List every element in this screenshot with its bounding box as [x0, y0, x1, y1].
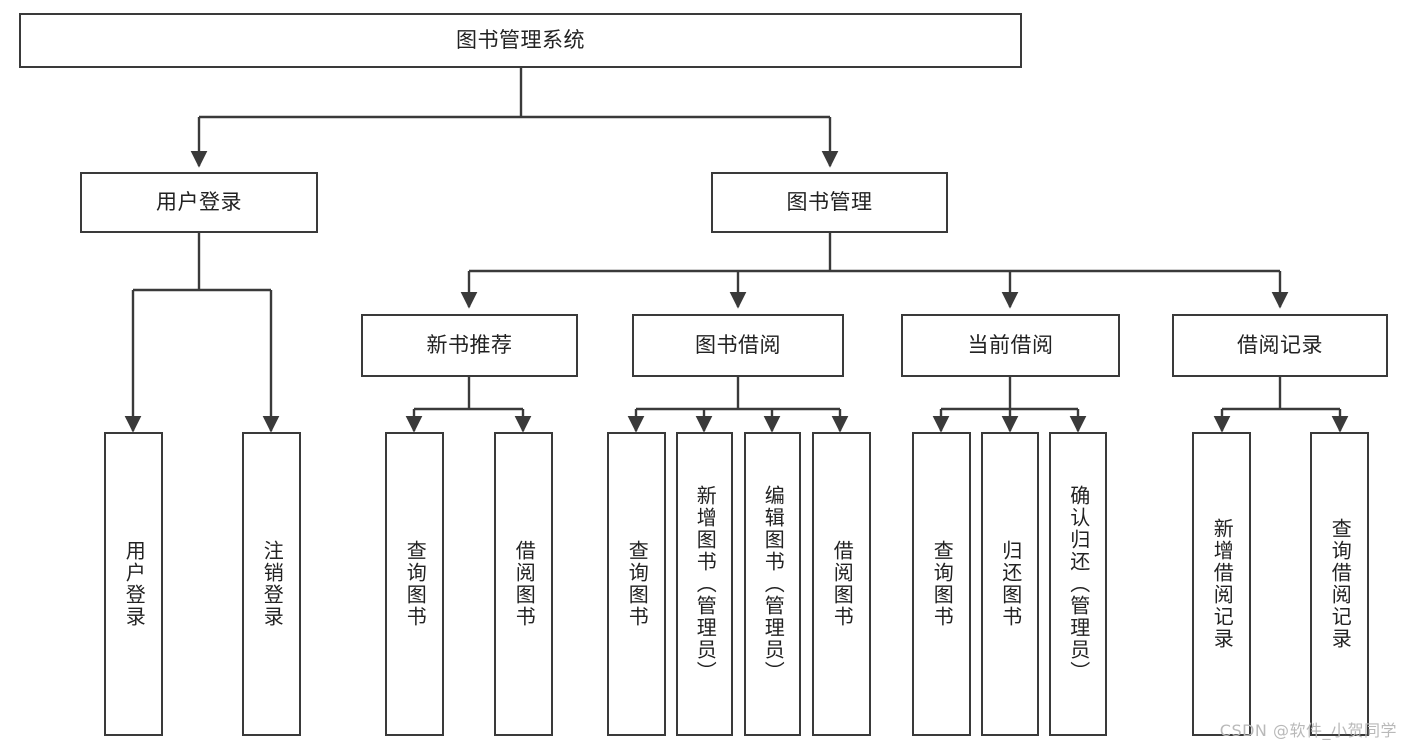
leaf-new-book-1[interactable]: 借阅图书	[494, 432, 553, 736]
leaf-user-login-0-label: 用户登录	[122, 540, 147, 628]
leaf-current-borrow-2[interactable]: 确认归还（管理员）	[1049, 432, 1107, 736]
node-new-book-recommend[interactable]: 新书推荐	[361, 314, 578, 377]
leaf-book-borrow-3-label: 借阅图书	[830, 540, 855, 628]
node-book-management-label: 图书管理	[786, 189, 873, 214]
leaf-book-borrow-1-label: 新增图书（管理员）	[693, 485, 718, 683]
leaf-borrow-record-0[interactable]: 新增借阅记录	[1192, 432, 1251, 736]
leaf-book-borrow-1[interactable]: 新增图书（管理员）	[676, 432, 733, 736]
node-borrow-record[interactable]: 借阅记录	[1172, 314, 1388, 377]
node-root-label: 图书管理系统	[456, 27, 585, 52]
node-borrow-record-label: 借阅记录	[1237, 332, 1323, 357]
node-current-borrow[interactable]: 当前借阅	[901, 314, 1120, 377]
leaf-current-borrow-0-label: 查询图书	[930, 540, 955, 628]
leaf-borrow-record-0-label: 新增借阅记录	[1210, 518, 1235, 650]
leaf-book-borrow-0[interactable]: 查询图书	[607, 432, 666, 736]
leaf-current-borrow-1[interactable]: 归还图书	[981, 432, 1039, 736]
node-user-login-label: 用户登录	[156, 189, 242, 214]
node-book-management[interactable]: 图书管理	[711, 172, 948, 233]
leaf-borrow-record-1[interactable]: 查询借阅记录	[1310, 432, 1369, 736]
leaf-new-book-1-label: 借阅图书	[512, 540, 537, 628]
leaf-user-login-1-label: 注销登录	[260, 540, 285, 628]
node-book-borrow[interactable]: 图书借阅	[632, 314, 844, 377]
node-current-borrow-label: 当前借阅	[967, 332, 1054, 357]
leaf-current-borrow-0[interactable]: 查询图书	[912, 432, 971, 736]
leaf-user-login-1[interactable]: 注销登录	[242, 432, 301, 736]
leaf-book-borrow-2[interactable]: 编辑图书（管理员）	[744, 432, 801, 736]
node-book-borrow-label: 图书借阅	[695, 332, 781, 357]
leaf-new-book-0[interactable]: 查询图书	[385, 432, 444, 736]
node-user-login[interactable]: 用户登录	[80, 172, 318, 233]
leaf-new-book-0-label: 查询图书	[403, 540, 428, 628]
leaf-current-borrow-2-label: 确认归还（管理员）	[1066, 485, 1091, 683]
leaf-book-borrow-3[interactable]: 借阅图书	[812, 432, 871, 736]
csdn-watermark: CSDN @软件_小贺同学	[1219, 721, 1397, 740]
node-root[interactable]: 图书管理系统	[19, 13, 1022, 68]
leaf-borrow-record-1-label: 查询借阅记录	[1328, 518, 1353, 650]
leaf-book-borrow-0-label: 查询图书	[625, 540, 650, 628]
node-new-book-recommend-label: 新书推荐	[426, 332, 513, 357]
leaf-user-login-0[interactable]: 用户登录	[104, 432, 163, 736]
leaf-book-borrow-2-label: 编辑图书（管理员）	[761, 485, 786, 683]
leaf-current-borrow-1-label: 归还图书	[998, 540, 1023, 628]
